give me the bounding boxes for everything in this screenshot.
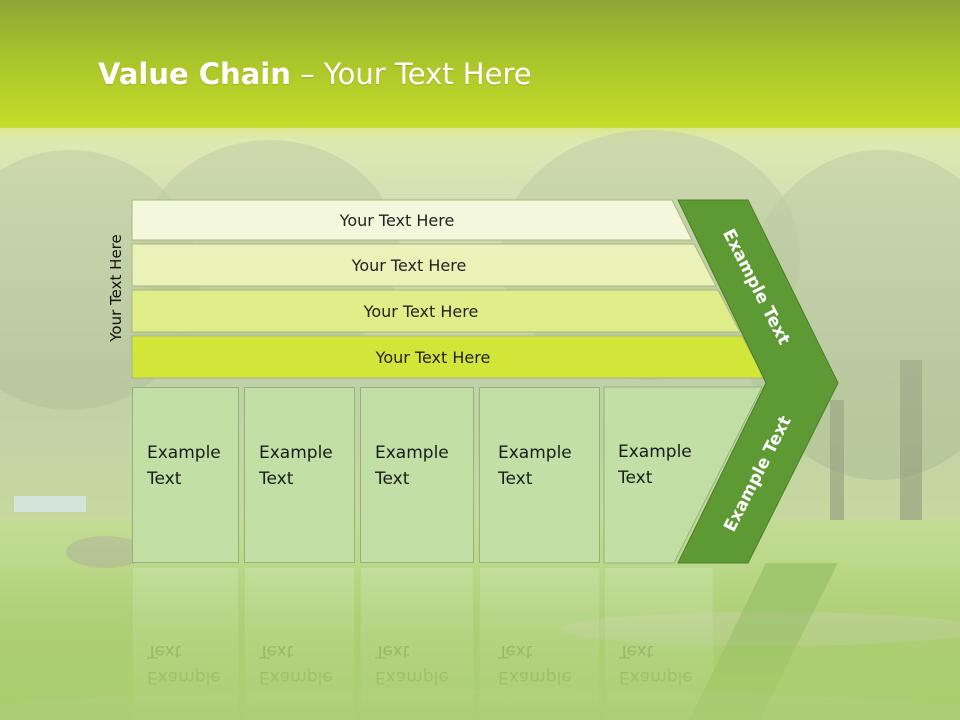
column-text: Example [375,443,449,463]
column-text: Example [147,443,221,463]
stripe-label: Your Text Here [351,255,467,275]
stripe-label: Your Text Here [375,347,491,367]
column-text: Text [147,469,182,489]
stripe-1: Your Text Here [132,200,692,240]
stripe-label: Your Text Here [363,301,479,321]
activity-column-1: Example Text [132,387,239,563]
column-text: Text [618,468,653,488]
activity-column-5: Example Text [604,387,714,563]
column-text: Text [375,469,410,489]
column-text: Text [259,469,294,489]
stripe-shape [131,289,741,333]
stripe-4: Your Text Here [132,336,764,378]
activity-column-3: Example Text [360,387,474,563]
reflection-fade [0,563,960,720]
stripe-2: Your Text Here [132,244,716,286]
stripe-shape [131,243,717,287]
stripe-label: Your Text Here [339,210,455,230]
activity-column-2: Example Text [244,387,355,563]
activity-column-4: Example Text [479,387,600,563]
stripe-shape [131,199,693,241]
page-title: Value Chain – Your Text Here [98,57,532,91]
column-text: Example [618,442,692,462]
column-text: Example [259,443,333,463]
column-text: Example [498,443,572,463]
column-text: Text [498,469,533,489]
stripe-3: Your Text Here [132,290,740,332]
